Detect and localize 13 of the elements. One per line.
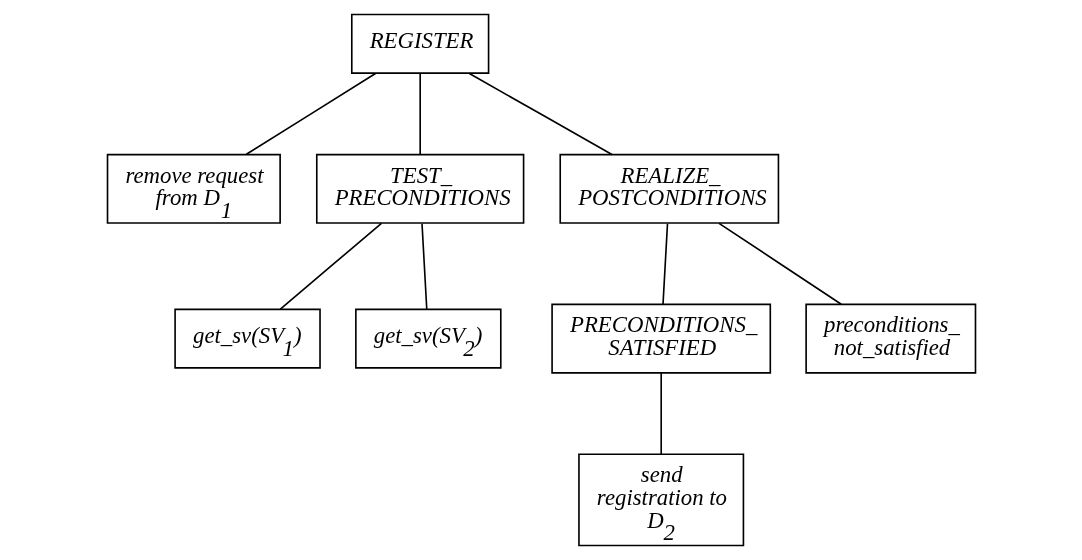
connector [717,222,842,306]
node-box: PRECONDITIONS_ SATISFIED [550,303,771,374]
connector [468,72,613,156]
connector [659,372,662,455]
node-box: REGISTER [350,13,489,74]
connector [420,222,428,311]
connector [279,222,382,310]
node-box: TEST_ PRECONDITIONS [315,153,524,224]
node-box: preconditions_ not_satisfied [804,303,976,374]
connector [661,222,668,306]
node-box: REALIZE_ POSTCONDITIONS [558,153,779,224]
connector [418,72,421,156]
connector [245,72,376,156]
